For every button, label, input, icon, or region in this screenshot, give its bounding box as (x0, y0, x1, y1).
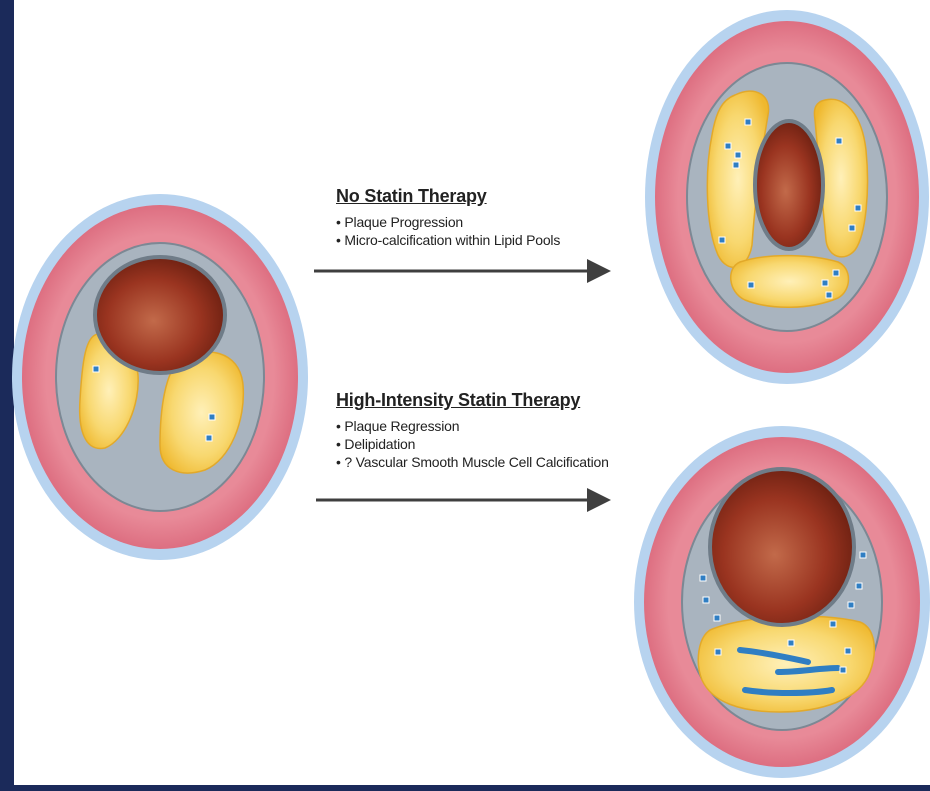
no-statin-caption: No Statin Therapy Plaque Progression Mic… (336, 186, 560, 249)
calcification-particle (733, 162, 739, 168)
calcification-particle (855, 205, 861, 211)
calcification-particle (856, 583, 862, 589)
calcification-particle (848, 602, 854, 608)
calcification-particle (748, 282, 754, 288)
calcification-particle (714, 615, 720, 621)
lumen (95, 257, 225, 373)
lumen (755, 121, 823, 249)
calcification-particle (719, 237, 725, 243)
no-statin-artery (645, 10, 929, 384)
list-item: Micro-calcification within Lipid Pools (336, 231, 560, 249)
calcification-particle (93, 366, 99, 372)
calcification-particle (209, 414, 215, 420)
no-statin-title: No Statin Therapy (336, 186, 560, 207)
calcification-particle (849, 225, 855, 231)
high-intensity-title: High-Intensity Statin Therapy (336, 390, 609, 411)
calcified-smooth-muscle-cell (745, 690, 832, 693)
calcification-particle (206, 435, 212, 441)
high-intensity-caption: High-Intensity Statin Therapy Plaque Reg… (336, 390, 609, 471)
list-item: Plaque Progression (336, 213, 560, 231)
list-item: ? Vascular Smooth Muscle Cell Calcificat… (336, 453, 609, 471)
list-item: Plaque Regression (336, 417, 609, 435)
calcification-particle (833, 270, 839, 276)
calcification-particle (845, 648, 851, 654)
calcification-particle (703, 597, 709, 603)
lipid-pool (731, 256, 849, 308)
calcification-particle (830, 621, 836, 627)
calcification-particle (725, 143, 731, 149)
calcification-particle (745, 119, 751, 125)
lipid-pool (698, 616, 874, 712)
calcification-particle (826, 292, 832, 298)
calcification-particle (788, 640, 794, 646)
baseline-artery (12, 194, 308, 560)
lumen (710, 469, 854, 625)
list-item: Delipidation (336, 435, 609, 453)
calcification-particle (860, 552, 866, 558)
calcification-particle (836, 138, 842, 144)
high-intensity-list: Plaque Regression Delipidation ? Vascula… (336, 417, 609, 471)
calcification-particle (822, 280, 828, 286)
no-statin-list: Plaque Progression Micro-calcification w… (336, 213, 560, 249)
calcification-particle (700, 575, 706, 581)
calcification-particle (715, 649, 721, 655)
calcification-particle (840, 667, 846, 673)
high-intensity-statin-artery (634, 426, 930, 778)
calcification-particle (735, 152, 741, 158)
